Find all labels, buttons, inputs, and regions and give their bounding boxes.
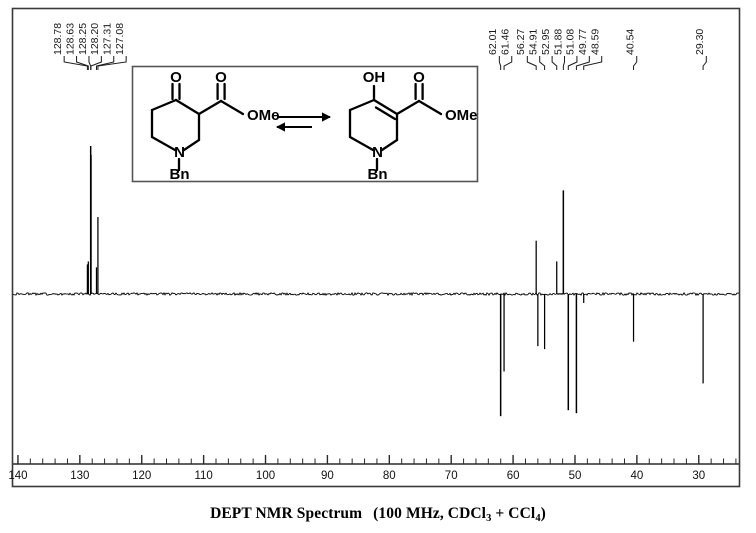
x-axis-label-100: 100	[256, 470, 275, 482]
x-axis-label-80: 80	[383, 470, 396, 482]
peak-label-29.30: 29.30	[694, 29, 706, 55]
leader-line-128.63	[76, 56, 89, 70]
leader-line-40.54	[633, 56, 638, 70]
leader-line-56.27	[526, 56, 537, 70]
x-axis-label-130: 130	[70, 470, 89, 482]
caption-title: DEPT NMR Spectrum	[210, 505, 363, 522]
peak-label-128.20: 128.20	[89, 23, 101, 55]
keto-bond-ester-ome	[219, 99, 245, 116]
enol-bond-c3-ester	[395, 99, 421, 116]
leader-line-128.25	[88, 56, 92, 70]
x-axis: 140 130 120 110 100 90 80 70 60 50 40 30	[8, 455, 739, 482]
enol-ome-label: OMe	[445, 107, 478, 124]
peak-label-51.08: 51.08	[565, 29, 577, 55]
x-axis-label-60: 60	[507, 470, 520, 482]
leader-line-49.77	[575, 56, 590, 70]
leader-line-128.78	[63, 56, 88, 70]
peak-leader-lines	[63, 56, 707, 70]
x-axis-label-110: 110	[194, 470, 212, 482]
peak-label-48.59: 48.59	[590, 29, 602, 55]
enol-nitrogen-label: N	[372, 144, 383, 161]
peak-label-51.88: 51.88	[552, 29, 564, 55]
equilibrium-arrows	[276, 112, 331, 132]
enol-ester-oxygen-label: O	[413, 69, 425, 86]
peak-label-127.08: 127.08	[114, 23, 126, 55]
peak-label-61.46: 61.46	[500, 29, 512, 55]
leader-line-29.30	[702, 56, 707, 70]
inset-border	[131, 65, 479, 183]
enol-bond-c5-n	[348, 135, 375, 152]
leader-line-127.08	[97, 56, 127, 70]
peak-label-49.77: 49.77	[577, 29, 589, 55]
leader-line-48.59	[583, 56, 603, 70]
caption-conditions-pre: (100 MHz, CDCl	[373, 505, 487, 522]
leader-line-127.31	[95, 56, 115, 70]
peak-label-54.91: 54.91	[528, 29, 540, 55]
keto-ester-oxygen-label: O	[215, 69, 227, 86]
reverse-arrow-head-icon	[276, 122, 285, 132]
x-axis-label-90: 90	[321, 470, 334, 482]
x-axis-label-70: 70	[445, 470, 458, 482]
enol-bond-c4-c6	[348, 98, 376, 112]
leader-line-52.95	[551, 56, 558, 70]
keto-bond-c4-c6	[150, 98, 178, 112]
leader-line-128.20	[90, 56, 102, 70]
figure-caption: DEPT NMR Spectrum (100 MHz, CDCl3 + CCl4)	[0, 505, 756, 524]
peak-label-40.54: 40.54	[625, 29, 637, 55]
plot-frame	[11, 7, 741, 488]
enol-bond-n-c2	[380, 138, 399, 152]
leader-line-61.46	[503, 56, 513, 70]
caption-conditions-mid: + CCl	[491, 505, 536, 522]
enol-hydroxyl-label: OH	[363, 69, 386, 86]
keto-ome-label: OMe	[247, 107, 280, 124]
keto-bond-c5-n	[150, 135, 177, 152]
x-axis-label-50: 50	[569, 470, 582, 482]
leader-line-51.88	[562, 56, 566, 70]
peak-label-52.95: 52.95	[540, 29, 552, 55]
x-axis-label-40: 40	[630, 470, 643, 482]
x-axis-label-140: 140	[8, 470, 27, 482]
caption-sub-cdcl3: 3	[486, 512, 492, 524]
x-axis-label-120: 120	[132, 470, 151, 482]
x-axis-label-30: 30	[692, 470, 705, 482]
leader-line-62.01	[498, 56, 502, 70]
enol-bond-c3-c4	[372, 98, 399, 116]
forward-arrow-head-icon	[322, 112, 331, 122]
caption-sub-ccl4: 4	[535, 512, 541, 524]
enol-double-bond-inner	[374, 106, 397, 121]
peak-label-128.63: 128.63	[64, 23, 76, 55]
keto-benzyl-label: Bn	[170, 166, 190, 183]
enol-bond-ester-ome	[417, 99, 443, 116]
enol-structure	[348, 82, 443, 172]
peak-label-128.78: 128.78	[52, 23, 64, 55]
enol-benzyl-label: Bn	[368, 166, 388, 183]
leader-line-51.08	[567, 56, 578, 70]
keto-bond-c3-c4	[174, 98, 201, 116]
structure-inset: O O OMe N Bn	[131, 65, 479, 183]
baseline-noise	[12, 291, 740, 297]
peak-label-128.25: 128.25	[77, 23, 89, 55]
spectrum-trace	[12, 146, 740, 417]
peak-label-56.27: 56.27	[515, 29, 527, 55]
keto-bond-c3-ester	[197, 99, 223, 116]
keto-nitrogen-label: N	[174, 144, 185, 161]
peak-label-62.01: 62.01	[487, 29, 499, 55]
leader-line-54.91	[539, 56, 546, 70]
caption-conditions-post: )	[540, 505, 546, 522]
keto-ketone-oxygen-label: O	[170, 69, 182, 86]
peak-label-127.31: 127.31	[102, 23, 114, 55]
keto-bond-n-c2	[182, 138, 201, 152]
keto-structure	[150, 82, 245, 172]
